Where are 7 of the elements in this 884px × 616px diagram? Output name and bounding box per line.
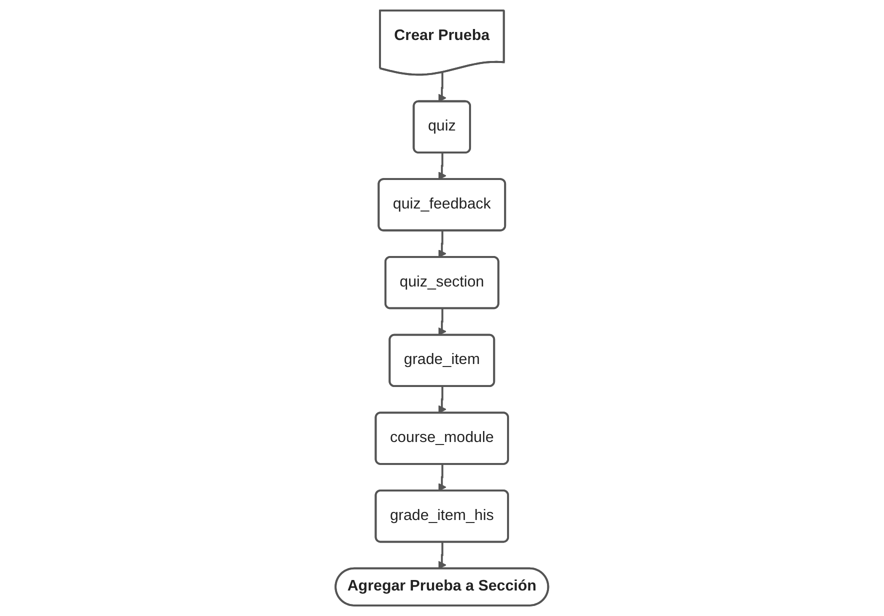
arrow (438, 464, 447, 492)
arrow (438, 230, 447, 258)
arrow (438, 386, 447, 414)
arrow (438, 542, 447, 570)
arrow (438, 153, 447, 180)
arrow (438, 72, 447, 102)
arrow (438, 308, 447, 336)
